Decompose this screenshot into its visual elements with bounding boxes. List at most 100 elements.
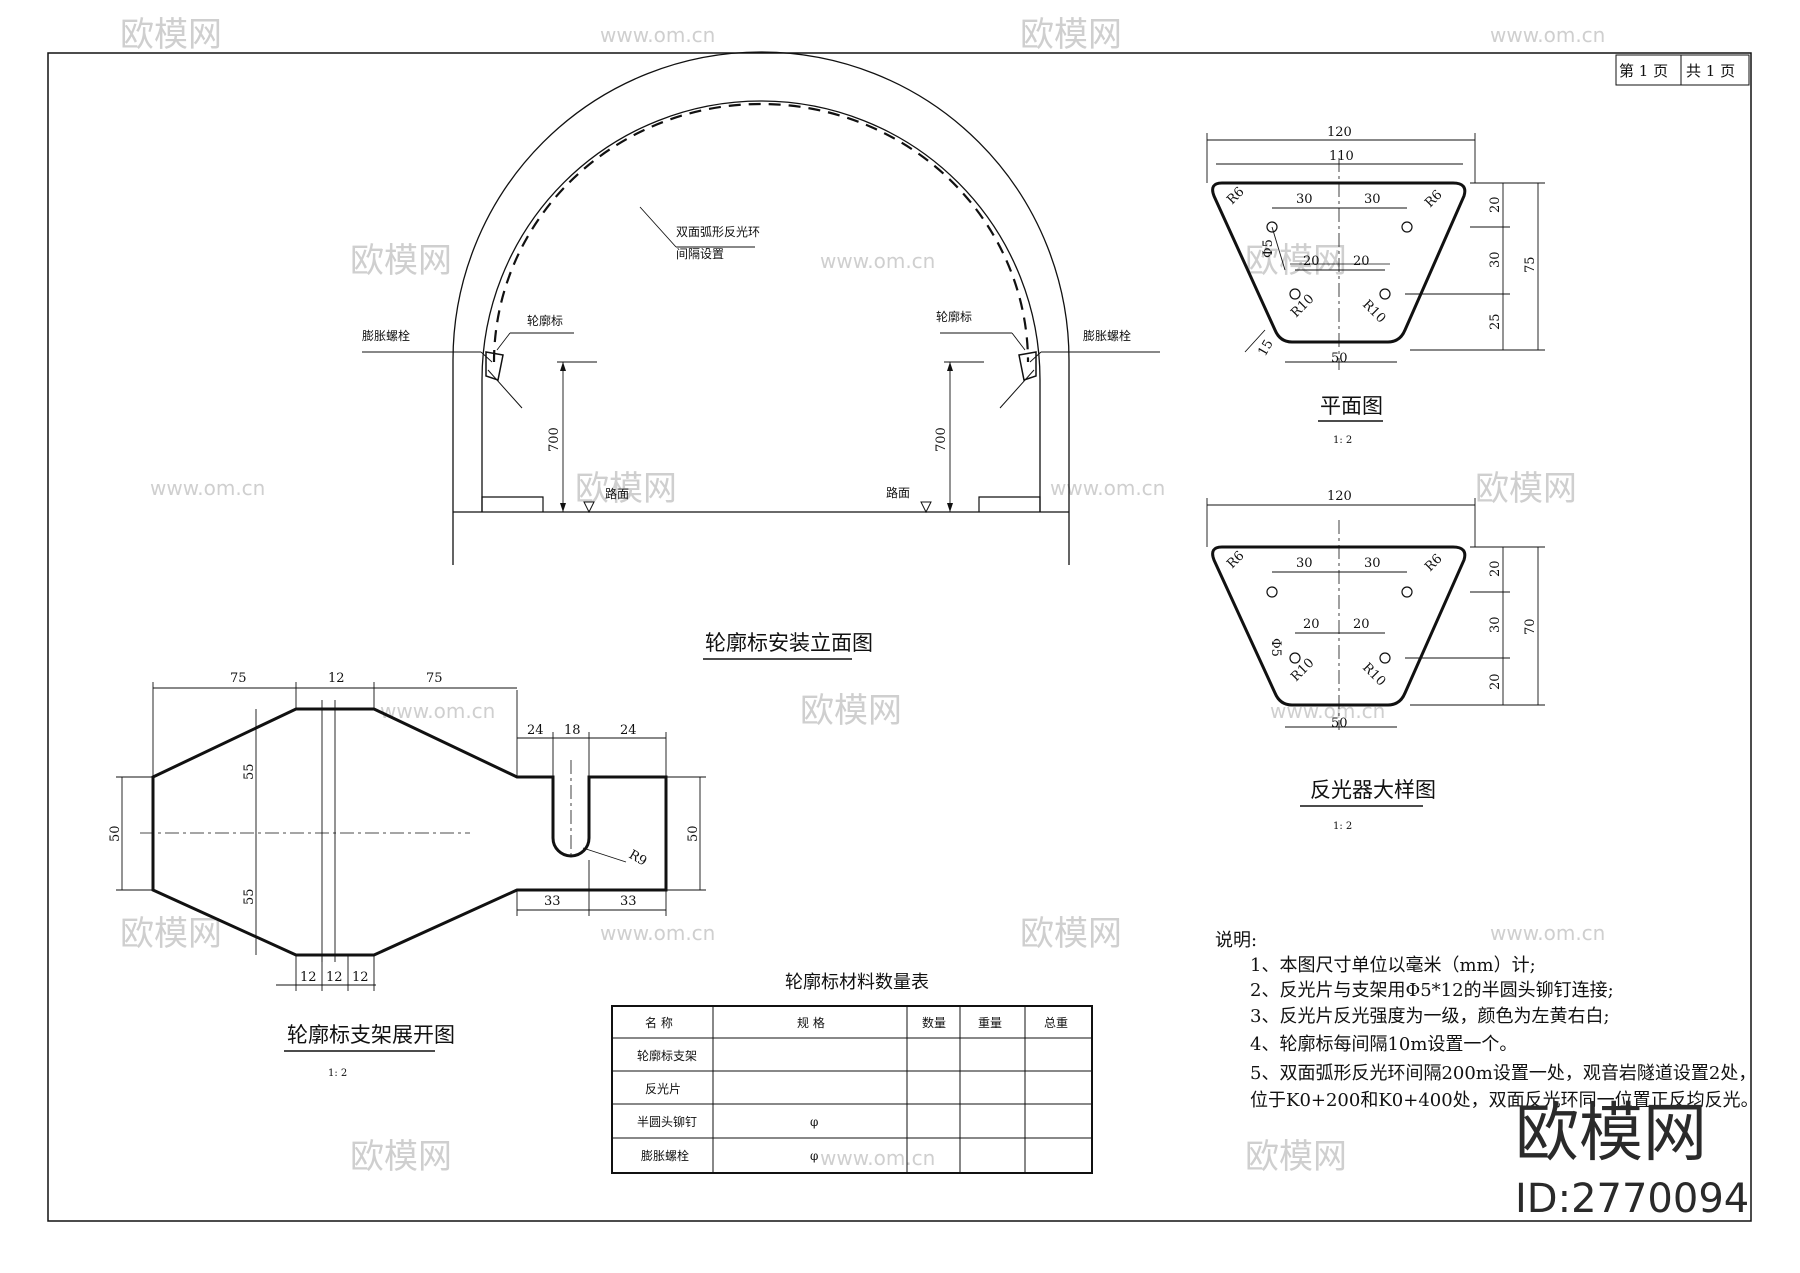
bracket-view (116, 682, 706, 991)
ref-r10-left: R10 (1288, 656, 1317, 685)
tunnel-outer-arch (452, 51, 1070, 565)
watermark-brand: 欧模网 (800, 691, 902, 731)
tunnel-inner-arch (481, 100, 1041, 512)
watermark-brand: 欧模网 (1245, 241, 1347, 281)
ref-h-70: 70 (1523, 618, 1538, 635)
plan-dim-120: 120 (1327, 125, 1352, 140)
rivet-hole (1289, 288, 1301, 300)
bracket-labels: 75 12 75 24 18 24 55 55 50 50 33 33 12 1… (108, 671, 701, 1079)
rivet-hole (1401, 221, 1413, 233)
page-total: 共 1 页 (1686, 62, 1735, 80)
ring-label-1: 双面弧形反光环 (676, 225, 760, 239)
plan-r6-left: R6 (1224, 184, 1247, 207)
reflector-title: 反光器大样图 (1310, 778, 1436, 802)
ref-dim-50: 50 (1331, 716, 1348, 731)
reflector-scale: 1: 2 (1333, 821, 1352, 832)
watermark-site: www.om.cn (1490, 23, 1605, 47)
table-header-qty: 数量 (922, 1015, 946, 1030)
road-marker (920, 501, 932, 514)
notes-heading: 说明: (1215, 930, 1257, 951)
table-row-name: 半圆头铆钉 (637, 1114, 697, 1129)
bracket-h-50-left: 50 (108, 825, 123, 842)
bracket-slot-24a: 24 (527, 723, 544, 738)
watermark-site: www.om.cn (1270, 699, 1385, 723)
ref-dim-30b: 30 (1364, 556, 1381, 571)
bracket-dim-75-right: 75 (426, 671, 443, 686)
note-item: 位于K0+200和K0+400处，双面反光环同一位置正反均反光。 (1250, 1090, 1759, 1111)
watermark-site: www.om.cn (150, 476, 265, 500)
page-current: 第 1 页 (1619, 62, 1668, 80)
ring-label-2: 间隔设置 (676, 247, 724, 261)
plan-dim-110: 110 (1329, 149, 1354, 164)
watermark-brand: 欧模网 (1245, 1137, 1347, 1177)
watermark-site: www.om.cn (820, 1146, 935, 1170)
plan-phi5: Φ5 (1261, 239, 1276, 258)
table-title: 轮廓标材料数量表 (785, 972, 929, 993)
marker-label-right: 轮廓标 (936, 309, 972, 324)
watermark-layer: 欧模网 www.om.cn 欧模网 www.om.cn 欧模网 www.om.c… (120, 15, 1605, 1177)
watermark-brand: 欧模网 (120, 15, 222, 55)
note-item: 3、反光片反光强度为一级，颜色为左黄右白; (1250, 1006, 1610, 1027)
plan-dim-30a: 30 (1296, 192, 1313, 207)
elevation-view (362, 51, 1160, 565)
page-number-box: 第 1 页 共 1 页 (1615, 54, 1750, 86)
bracket-slot-24b: 24 (620, 723, 637, 738)
plan-h-30: 30 (1488, 251, 1503, 268)
bracket-b-33b: 33 (620, 894, 637, 909)
plan-dim-50: 50 (1331, 351, 1348, 366)
watermark-brand: 欧模网 (1020, 914, 1122, 954)
plan-dim-30b: 30 (1364, 192, 1381, 207)
delineator-right (1018, 351, 1037, 381)
bracket-outline (151, 707, 668, 957)
ref-h-20b: 20 (1488, 673, 1503, 690)
plan-scale: 1: 2 (1333, 435, 1352, 446)
bolt-label-left: 膨胀螺栓 (362, 328, 410, 343)
rivet-hole (1401, 586, 1413, 598)
ref-r6-right: R6 (1422, 551, 1445, 574)
watermark-id: ID:2770094 (1515, 1176, 1749, 1222)
bracket-r9: R9 (626, 847, 649, 869)
watermark-brand-large: 欧模网 (1515, 1097, 1707, 1171)
table-row-name: 轮廓标支架 (637, 1048, 697, 1063)
road-label-right: 路面 (886, 485, 910, 500)
reflector-outline (1211, 545, 1467, 707)
road-label-left: 路面 (605, 486, 629, 501)
plan-r10-left: R10 (1288, 292, 1317, 321)
note-item: 2、反光片与支架用Φ5*12的半圆头铆钉连接; (1250, 980, 1614, 1001)
bracket-b-12b: 12 (326, 970, 343, 985)
plan-title: 平面图 (1320, 394, 1383, 418)
watermark-brand: 欧模网 (120, 914, 222, 954)
bracket-slot-18: 18 (564, 723, 581, 738)
table-row-spec: φ (810, 1149, 818, 1163)
ref-dim-20b: 20 (1353, 617, 1370, 632)
table-header-weight: 重量 (978, 1016, 1002, 1030)
watermark-site: www.om.cn (380, 699, 495, 723)
bracket-h-55a: 55 (242, 763, 257, 780)
table-header-name: 名 称 (645, 1015, 673, 1030)
watermark-site: www.om.cn (1050, 476, 1165, 500)
rivet-hole (1266, 586, 1278, 598)
watermark-brand: 欧模网 (350, 1137, 452, 1177)
watermark-brand: 欧模网 (1020, 15, 1122, 55)
ref-h-30: 30 (1488, 616, 1503, 633)
watermark-site: www.om.cn (600, 921, 715, 945)
plan-r10-right: R10 (1359, 297, 1388, 326)
material-table: 轮廓标材料数量表 名 称 规 格 数量 重量 总重 轮廓标支架 反光片 半圆头铆… (611, 972, 1093, 1174)
delineator-left (485, 351, 504, 381)
plan-h-75: 75 (1523, 256, 1538, 273)
watermark-brand: 欧模网 (1475, 469, 1577, 509)
watermark-brand: 欧模网 (350, 241, 452, 281)
plan-view (1206, 133, 1545, 370)
sheet-border (47, 52, 1752, 1222)
note-item: 4、轮廓标每间隔10m设置一个。 (1250, 1034, 1517, 1055)
plan-h-25: 25 (1488, 313, 1503, 330)
height-dim-left: 700 (547, 427, 562, 452)
rivet-hole (1266, 221, 1278, 233)
bracket-h-50-right: 50 (686, 825, 701, 842)
rivet-hole (1379, 652, 1391, 664)
bracket-b-12a: 12 (300, 970, 317, 985)
ref-dim-20a: 20 (1303, 617, 1320, 632)
plan-outline (1211, 181, 1467, 344)
watermark-site: www.om.cn (820, 249, 935, 273)
note-item: 5、双面弧形反光环间隔200m设置一处，观音岩隧道设置2处， (1250, 1063, 1756, 1084)
